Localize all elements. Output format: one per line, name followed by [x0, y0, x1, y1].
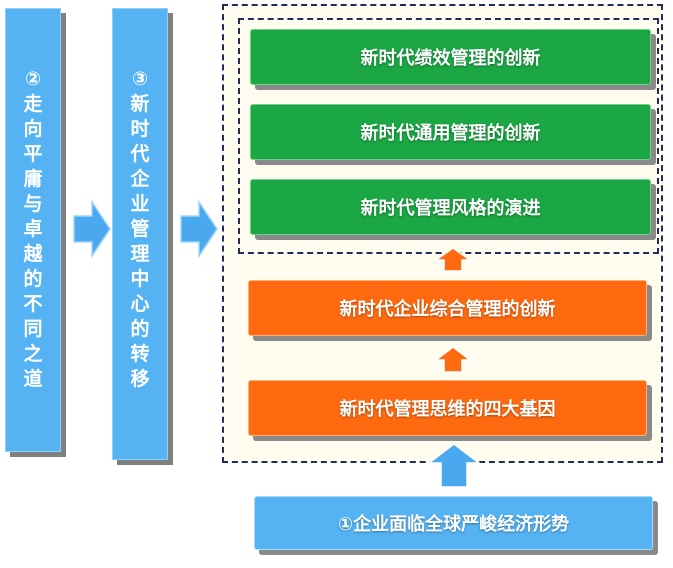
- green-box-style-label: 新时代管理风格的演进: [360, 198, 541, 219]
- green-box-style: 新时代管理风格的演进: [250, 179, 651, 235]
- column-path-divergence: ②走向平庸与卓越的不同之道: [5, 8, 61, 452]
- orange-box-four-genes: 新时代管理思维的四大基因: [248, 380, 647, 436]
- arrow-up-icon: [433, 346, 473, 373]
- orange-box-four-genes-label: 新时代管理思维的四大基因: [339, 399, 556, 420]
- green-box-performance-label: 新时代绩效管理的创新: [360, 48, 541, 69]
- arrow-right-icon: [73, 199, 111, 259]
- arrow-up-icon: [433, 247, 473, 272]
- bottom-box-economic-situation-label: ①企业面临全球严峻经济形势: [337, 514, 570, 535]
- bottom-box-economic-situation: ①企业面临全球严峻经济形势: [254, 496, 653, 550]
- column-path-divergence-text: ②走向平庸与卓越的不同之道: [23, 68, 43, 390]
- green-box-general: 新时代通用管理的创新: [250, 104, 651, 160]
- green-box-performance: 新时代绩效管理的创新: [250, 29, 651, 85]
- green-box-general-label: 新时代通用管理的创新: [360, 123, 541, 144]
- column-management-shift: ③新时代企业管理中心的转移: [112, 8, 168, 460]
- arrow-right-icon: [180, 199, 218, 259]
- arrow-up-icon: [426, 443, 482, 488]
- orange-box-integrated-label: 新时代企业综合管理的创新: [339, 299, 556, 320]
- column-management-shift-text: ③新时代企业管理中心的转移: [130, 68, 150, 390]
- orange-box-integrated: 新时代企业综合管理的创新: [248, 280, 647, 336]
